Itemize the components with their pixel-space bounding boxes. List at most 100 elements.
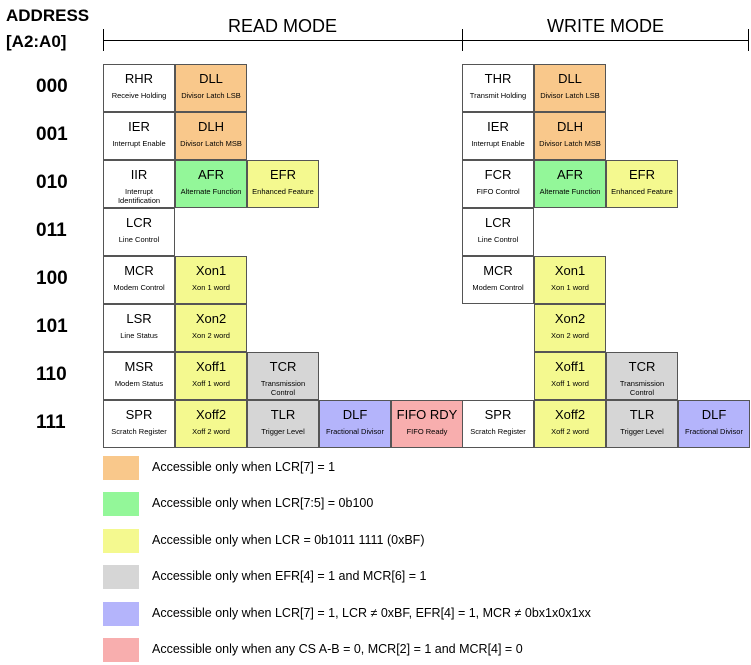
read-mode-title: READ MODE: [227, 16, 337, 36]
register-abbreviation: MCR: [124, 263, 154, 278]
address-label: 111: [36, 412, 66, 433]
register-abbreviation: EFR: [629, 167, 655, 182]
write-register-fcr: FCR FIFO Control: [462, 160, 534, 208]
register-full-name: Enhanced Feature: [611, 187, 673, 196]
register-full-name: Xon 2 word: [192, 331, 230, 340]
write-register-ier: IER Interrupt Enable: [462, 112, 534, 160]
legend-swatch: [103, 492, 139, 517]
legend-text: Accessible only when LCR[7] = 1, LCR ≠ 0…: [152, 605, 591, 620]
register-abbreviation: Xon2: [554, 311, 586, 326]
address-label: 101: [36, 316, 68, 337]
read-register-afr: AFR Alternate Function: [175, 160, 247, 208]
read-register-ier: IER Interrupt Enable: [103, 112, 175, 160]
address-label: 110: [36, 364, 67, 385]
register-abbreviation: Xon1: [195, 263, 227, 278]
address-header-line2: [A2:A0]: [6, 32, 67, 51]
legend-item: Accessible only when any CS A-B = 0, MCR…: [103, 638, 743, 664]
register-abbreviation: TCR: [269, 359, 297, 374]
register-full-name: Xoff 1 word: [551, 379, 589, 388]
register-abbreviation: DLH: [556, 119, 583, 134]
read-mode-divider: [103, 40, 462, 41]
register-full-name: Modem Control: [472, 283, 524, 292]
write-register-dlh: DLH Divisor Latch MSB: [534, 112, 606, 160]
register-full-name: Trigger Level: [620, 427, 664, 436]
register-abbreviation: SPR: [125, 407, 153, 422]
register-full-name: Xon 2 word: [551, 331, 589, 340]
register-full-name: Xoff 2 word: [551, 427, 589, 436]
register-full-name: Transmit Holding: [469, 91, 527, 100]
register-full-name: Trigger Level: [261, 427, 305, 436]
address-label: 010: [36, 172, 68, 193]
register-full-name: Scratch Register: [470, 427, 526, 436]
write-register-spr: SPR Scratch Register: [462, 400, 534, 448]
register-full-name: Transmission Control: [619, 379, 665, 397]
legend-item: Accessible only when LCR[7:5] = 0b100: [103, 492, 743, 518]
register-abbreviation: TLR: [270, 407, 296, 422]
register-abbreviation: MCR: [483, 263, 513, 278]
register-abbreviation: TLR: [629, 407, 655, 422]
register-full-name: Interrupt Enable: [471, 139, 525, 148]
register-full-name: Modem Status: [114, 379, 164, 388]
register-abbreviation: DLL: [199, 71, 223, 86]
address-label: 000: [36, 76, 68, 97]
register-abbreviation: IER: [487, 119, 509, 134]
register-full-name: Divisor Latch MSB: [539, 139, 601, 148]
register-full-name: Interrupt Identification: [117, 187, 161, 205]
legend-swatch: [103, 638, 139, 662]
register-abbreviation: Xoff2: [554, 407, 586, 422]
register-abbreviation: AFR: [557, 167, 583, 182]
legend-item: Accessible only when LCR = 0b1011 1111 (…: [103, 528, 743, 555]
register-abbreviation: SPR: [484, 407, 512, 422]
legend-item: Accessible only when LCR[7] = 1, LCR ≠ 0…: [103, 601, 743, 628]
legend-item: Accessible only when EFR[4] = 1 and MCR[…: [103, 565, 743, 591]
register-full-name: Alternate Function: [539, 187, 601, 196]
register-abbreviation: IER: [128, 119, 150, 134]
address-label: 011: [36, 220, 67, 241]
register-full-name: Xoff 2 word: [192, 427, 230, 436]
register-full-name: Interrupt Enable: [112, 139, 166, 148]
register-full-name: Enhanced Feature: [252, 187, 314, 196]
write-register-efr: EFR Enhanced Feature: [606, 160, 678, 208]
register-abbreviation: Xon1: [554, 263, 586, 278]
write-mode-right-tick: [748, 29, 749, 51]
read-register-spr: SPR Scratch Register: [103, 400, 175, 448]
register-full-name: Fractional Divisor: [685, 427, 743, 436]
register-full-name: Alternate Function: [180, 187, 242, 196]
legend-swatch: [103, 565, 139, 590]
write-mode-title: WRITE MODE: [547, 16, 664, 36]
register-full-name: Line Control: [118, 235, 160, 244]
register-full-name: Scratch Register: [111, 427, 167, 436]
register-full-name: Divisor Latch LSB: [181, 91, 241, 100]
register-abbreviation: THR: [484, 71, 512, 86]
register-abbreviation: FCR: [484, 167, 512, 182]
write-register-afr: AFR Alternate Function: [534, 160, 606, 208]
register-abbreviation: RHR: [124, 71, 154, 86]
address-label: 001: [36, 124, 68, 145]
register-abbreviation: LCR: [484, 215, 511, 230]
register-full-name: FIFO Control: [476, 187, 520, 196]
register-full-name: Receive Holding: [111, 91, 167, 100]
register-abbreviation: Xon2: [195, 311, 227, 326]
legend-text: Accessible only when EFR[4] = 1 and MCR[…: [152, 569, 427, 584]
address-header-line1: ADDRESS: [6, 6, 90, 25]
register-abbreviation: AFR: [198, 167, 224, 182]
register-abbreviation: Xoff1: [195, 359, 227, 374]
register-full-name: Modem Control: [113, 283, 165, 292]
register-full-name: Divisor Latch MSB: [180, 139, 242, 148]
address-label: 100: [36, 268, 68, 289]
legend-swatch: [103, 528, 139, 553]
legend-text: Accessible only when LCR[7] = 1: [152, 460, 336, 474]
